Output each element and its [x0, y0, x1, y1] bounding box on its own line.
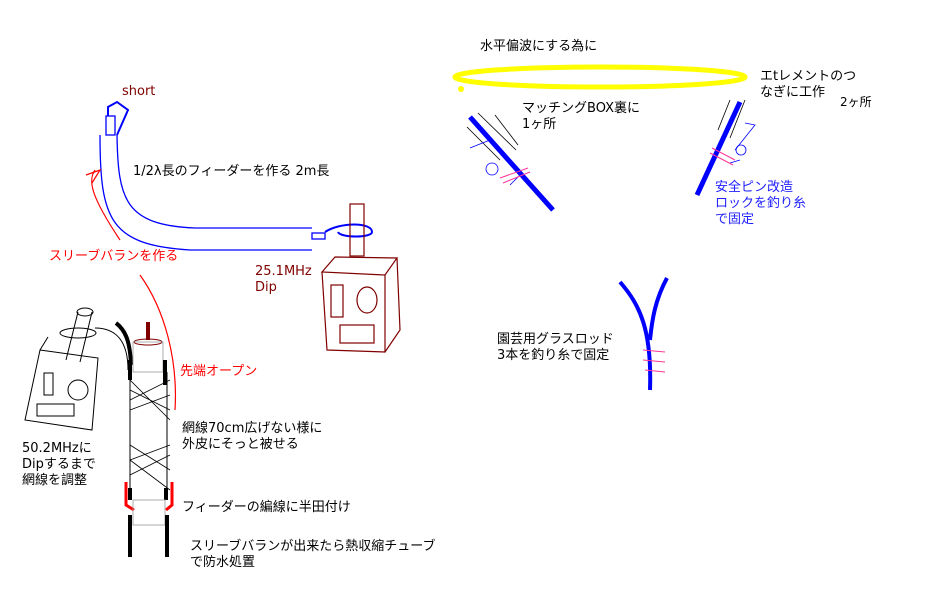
label-pin-3: で固定	[715, 212, 754, 227]
label-dip1-freq: 25.1MHz	[255, 264, 312, 279]
label-dip2-2: Dipするまで	[22, 457, 96, 472]
label-tube-1: スリーブバランが出来たら熱収縮チューブ	[190, 538, 435, 554]
dip-meter-1	[320, 203, 401, 353]
feeder-cable	[99, 100, 374, 251]
label-matching-2: 1ヶ所	[522, 117, 556, 132]
label-feeder: 1/2λ長のフィーダーを作る 2m長	[133, 164, 329, 179]
label-horizontal: 水平偏波にする為に	[480, 38, 597, 54]
label-element-2: なぎに工作	[760, 85, 825, 100]
label-dip2-1: 50.2MHzに	[22, 441, 92, 456]
horizontal-loop	[452, 64, 748, 90]
label-solder: フィーダーの編線に半田付け	[182, 499, 351, 515]
label-rod-1: 園芸用グラスロッド	[497, 331, 614, 347]
label-dip2-3: 網線を調整	[22, 472, 87, 488]
label-dip1-word: Dip	[255, 280, 277, 295]
label-pin-1: 安全ピン改造	[715, 179, 793, 195]
label-rod-2: 3本を釣り糸で固定	[497, 347, 609, 363]
element-left	[466, 112, 555, 212]
dip-meter-2	[24, 307, 129, 431]
sleeve-balun-arrow	[85, 168, 177, 411]
label-matching-1: マッチングBOX裏に	[522, 101, 640, 116]
label-short: short	[122, 84, 155, 99]
label-braid-1: 網線70cm広げない様に	[182, 420, 322, 436]
glass-rods	[618, 277, 669, 391]
label-pin-2: ロックを釣り糸	[715, 195, 806, 211]
label-open-end: 先端オープン	[180, 364, 257, 379]
label-sleeve-balun: スリーブバランを作る	[49, 248, 178, 264]
label-braid-2: 外皮にそっと被せる	[182, 437, 299, 452]
label-element-count: 2ヶ所	[840, 95, 872, 109]
label-element-1: エtレメントのつ	[760, 69, 856, 84]
label-tube-2: で防水処置	[190, 554, 255, 570]
element-right	[694, 99, 756, 197]
sleeve-balun-drawing	[114, 321, 174, 557]
